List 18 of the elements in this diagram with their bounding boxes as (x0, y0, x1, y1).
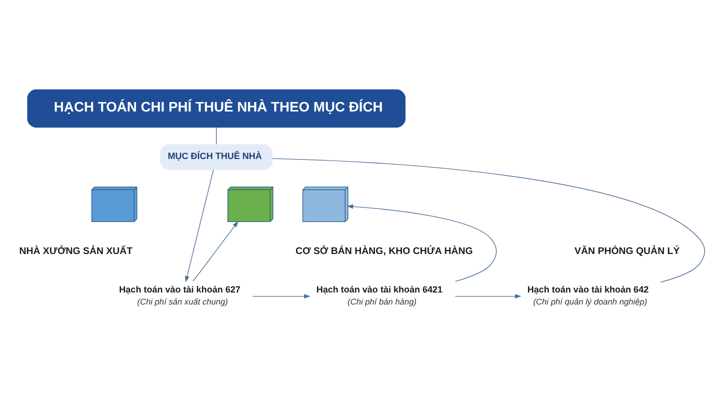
node-label: (Chi phí bán hàng) (348, 296, 417, 306)
node-text: Hạch toán vào tài khoản 627 (119, 284, 240, 294)
node-label: (Chi phí sản xuất chung) (137, 296, 228, 306)
node-text: Hạch toán vào tài khoản 642 (527, 284, 649, 294)
node-text: Hạch toán vào tài khoản 6421 (316, 284, 443, 294)
arrow (252, 294, 310, 298)
arrow (454, 294, 522, 298)
node-box: HẠCH TOÁN CHI PHÍ THUÊ NHÀ THEO MỤC ĐÍCH (27, 88, 406, 128)
node-box: MỤC ĐÍCH THUÊ NHÀ (160, 144, 273, 170)
connector (272, 158, 706, 282)
node-text: CƠ SỞ BÁN HÀNG, KHO CHỨA HÀNG (295, 245, 473, 256)
connector (216, 126, 217, 144)
node-text: NHÀ XƯỞNG SẢN XUẤT (19, 245, 133, 256)
node-label: (Chi phí quản lý doanh nghiệp) (533, 296, 648, 306)
arrow (346, 204, 497, 282)
arrow (185, 168, 214, 282)
arrow (192, 220, 238, 282)
node-text: VĂN PHÒNG QUẢN LÝ (574, 245, 680, 256)
